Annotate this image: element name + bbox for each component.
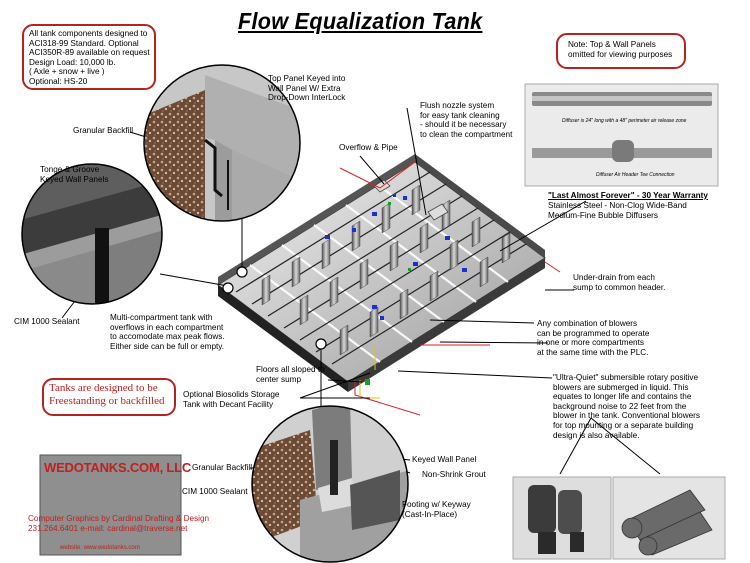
label-underdrain: Under-drain from each sump to common hea…: [573, 273, 666, 292]
tank-illustration: [217, 154, 561, 416]
blower-photo-left: [512, 476, 612, 560]
label-warranty-body: Stainless Steel - Non-Clog Wide-Band Med…: [548, 201, 687, 220]
label-ultra-quiet: "Ultra-Quiet" submersible rotary positiv…: [553, 373, 701, 440]
label-overflow-pipe: Overflow & Pipe: [339, 143, 398, 152]
freestanding-note: Tanks are designed to be Freestanding or…: [49, 382, 165, 407]
footing-detail: [251, 405, 409, 563]
diffuser-photo: [524, 83, 719, 187]
label-multi-compartment: Multi-compartment tank with overflows in…: [110, 313, 225, 351]
label-floors-sloped: Floors all sloped to center sump: [256, 365, 325, 384]
diffuser-caption-1: Diffuser is 24" long with a 48" perimete…: [562, 118, 687, 124]
label-keyed-wall-panel: Keyed Wall Panel: [412, 455, 477, 464]
company-card: [39, 454, 182, 556]
callout-markers: [222, 266, 327, 350]
panels-note: Note: Top & Wall Panels omitted for view…: [568, 40, 673, 59]
panels-note-box: [556, 33, 686, 69]
freestanding-note-box: [42, 378, 176, 416]
label-non-shrink-grout: Non-Shrink Grout: [422, 470, 486, 479]
page-title: Flow Equalization Tank: [238, 8, 483, 34]
company-website: website: www.wedotanks.com: [60, 545, 140, 551]
label-biosolids: Optional Biosolids Storage Tank with Dec…: [183, 390, 280, 409]
label-granular-backfill-top: Granular Backfill: [73, 126, 134, 135]
label-footing: Footing w/ Keyway (Cast-In-Place): [402, 500, 471, 519]
label-granular-backfill-bottom: Granular Backfill: [192, 463, 253, 472]
diffuser-caption-2: Diffuser Air Header Tee Connection: [596, 172, 675, 178]
blower-photo-right: [612, 476, 726, 560]
label-tongue-groove: Tonge & Groove Keyed Wall Panels: [40, 165, 109, 184]
label-cim-sealant-top: CIM 1000 Sealant: [14, 317, 80, 326]
standards-note: All tank components designed to ACI318-9…: [29, 29, 150, 86]
label-warranty-title: "Last Almost Forever" - 30 Year Warranty: [548, 191, 708, 200]
company-name: WEDOTANKS.COM, LLC: [44, 460, 192, 475]
wall-panel-detail: [21, 163, 163, 305]
credits-line-2: 231.264.6401 e-mail: cardinal@traverse.n…: [28, 524, 188, 533]
label-flush-nozzle: Flush nozzle system for easy tank cleani…: [420, 101, 513, 139]
credits-line-1: Computer Graphics by Cardinal Drafting &…: [28, 514, 210, 523]
label-blowers-program: Any combination of blowers can be progra…: [537, 319, 650, 357]
label-top-panel: Top Panel Keyed into Wall Panel W/ Extra…: [268, 74, 346, 103]
standards-note-box: [22, 24, 156, 90]
label-cim-sealant-bottom: CIM 1000 Sealant: [182, 487, 248, 496]
